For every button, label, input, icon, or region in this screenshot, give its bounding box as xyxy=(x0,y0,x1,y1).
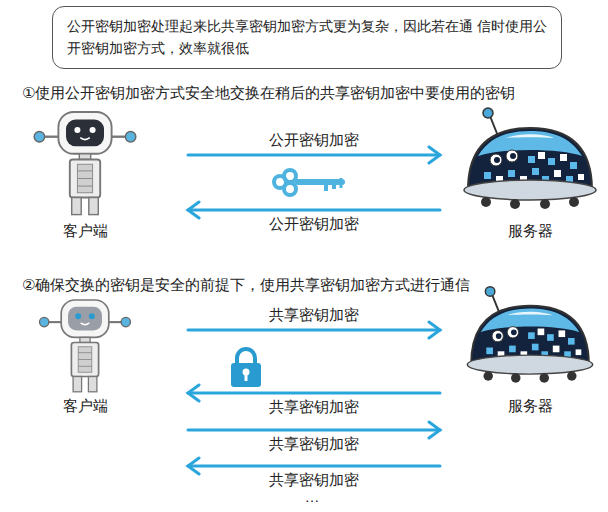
client-node: 客户端 xyxy=(20,110,188,245)
server-robot xyxy=(464,108,596,209)
server-robot xyxy=(467,287,592,383)
edge-label: 共享密钥加密 xyxy=(267,472,361,489)
edge-label: 共享密钥加密 xyxy=(267,436,361,453)
arrow-connector xyxy=(188,154,440,157)
arrow-connector xyxy=(188,329,440,332)
key-icon xyxy=(274,170,342,195)
lock-icon xyxy=(231,349,261,387)
client-node: 客户端 xyxy=(20,290,188,420)
node-label: 客户端 xyxy=(20,222,150,241)
note-text: 公开密钥加密处理起来比共享密钥加密方式更为复杂，因此若在通 信时使用公开密钥加密… xyxy=(67,15,547,60)
client-robot xyxy=(34,112,136,215)
server-node: 服务器 xyxy=(440,290,605,420)
server-node: 服务器 xyxy=(440,110,605,245)
arrow-connector xyxy=(188,392,440,395)
arrow-connector xyxy=(188,465,440,468)
edge-label: 公开密钥加密 xyxy=(267,132,361,149)
edge-label: 共享密钥加密 xyxy=(267,399,361,416)
ellipsis: … xyxy=(305,488,320,505)
node-label: 服务器 xyxy=(455,397,605,416)
step-heading: ②确保交换的密钥是安全的前提下，使用共享密钥加密方式进行通信 xyxy=(22,276,470,295)
client-robot xyxy=(40,300,131,392)
note-box: 公开密钥加密处理起来比共享密钥加密方式更为复杂，因此若在通 信时使用公开密钥加密… xyxy=(52,6,562,69)
node-label: 客户端 xyxy=(20,397,150,416)
edge-label: 共享密钥加密 xyxy=(267,307,361,324)
node-label: 服务器 xyxy=(455,222,605,241)
arrow-connector xyxy=(188,429,440,432)
edge-label: 公开密钥加密 xyxy=(267,216,361,233)
step-heading: ①使用公开密钥加密方式安全地交换在稍后的共享密钥加密中要使用的密钥 xyxy=(22,84,515,103)
arrow-connector xyxy=(188,209,440,212)
